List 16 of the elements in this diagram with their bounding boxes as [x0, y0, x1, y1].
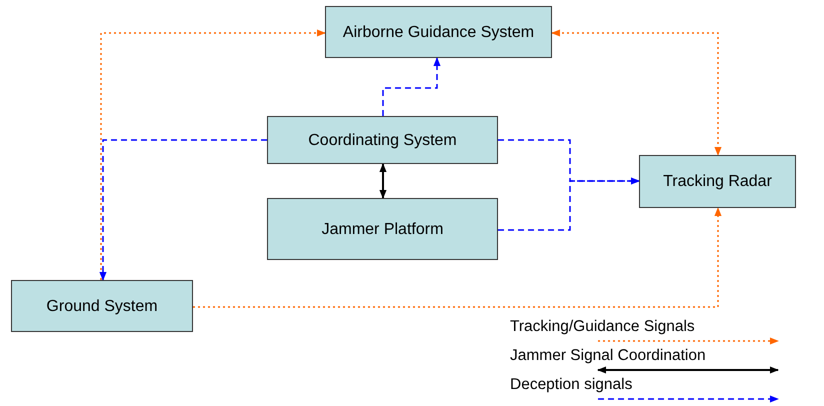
legend-label: Tracking/Guidance Signals [510, 318, 695, 336]
process-box: Jammer Platform [267, 198, 498, 260]
legend-label: Deception signals [510, 376, 632, 394]
arrow [379, 163, 387, 199]
arrow [498, 177, 640, 231]
arrow [551, 29, 722, 156]
arrow [382, 57, 441, 116]
process-box: Airborne Guidance System [325, 6, 552, 58]
arrow [99, 139, 267, 281]
process-box: Tracking Radar [639, 155, 796, 208]
arrow [100, 29, 326, 280]
arrow [498, 139, 640, 185]
process-box: Coordinating System [267, 116, 498, 164]
arrow [193, 207, 722, 308]
process-box: Ground System [11, 280, 193, 332]
legend-label: Jammer Signal Coordination [510, 347, 706, 365]
